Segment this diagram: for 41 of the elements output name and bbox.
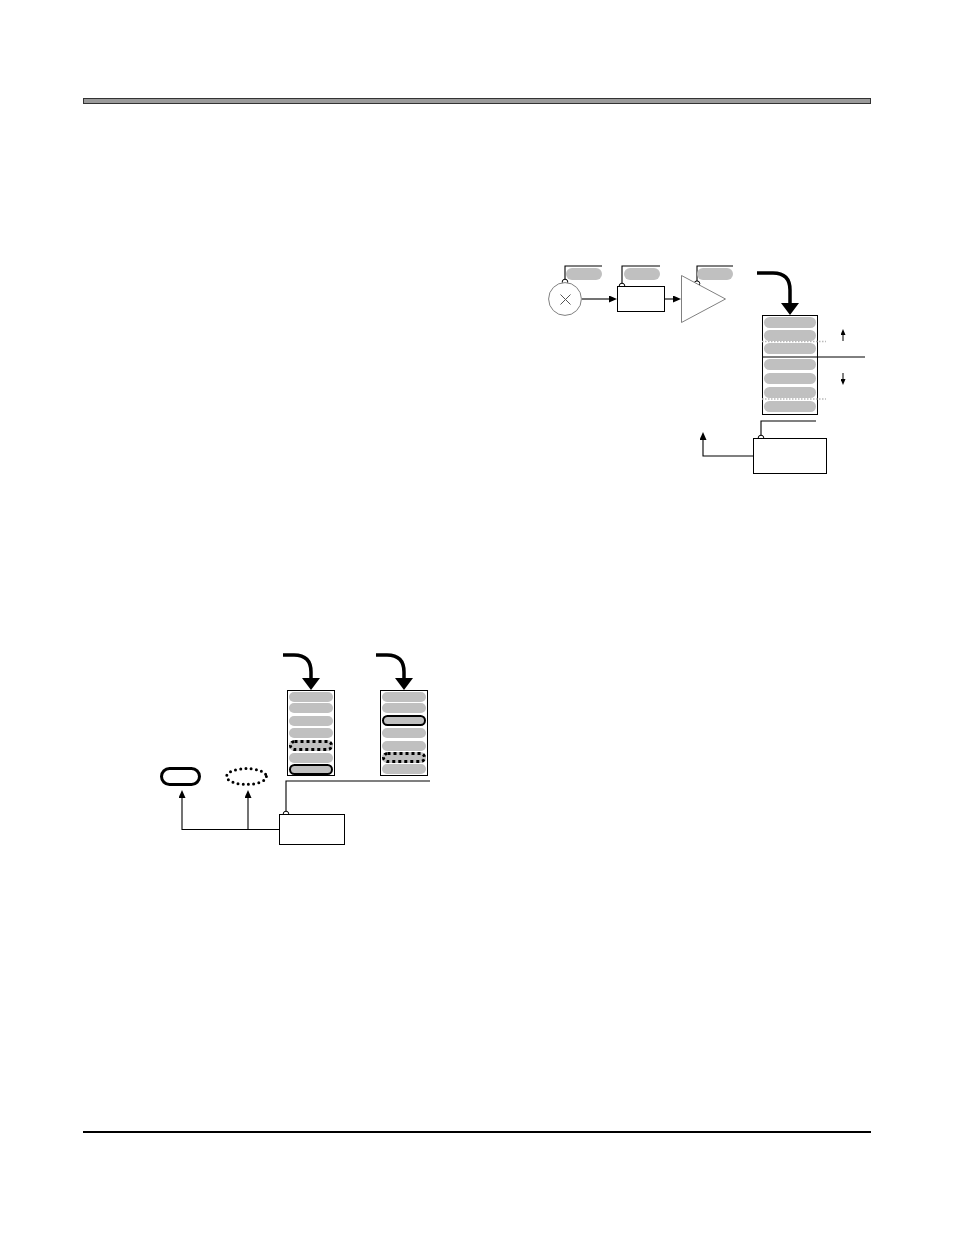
register-slot — [382, 741, 426, 751]
arrow — [581, 295, 617, 303]
register-slot — [382, 692, 426, 702]
register-slot — [289, 716, 333, 726]
block-box — [279, 814, 345, 845]
block-box — [617, 286, 665, 312]
register-slot — [764, 359, 816, 370]
block-box — [753, 438, 827, 474]
register-stack — [287, 690, 335, 776]
register-stack — [762, 315, 818, 415]
outlined-slot — [382, 715, 426, 726]
register-slot — [382, 764, 426, 774]
register-slot — [382, 703, 426, 713]
register-slot — [764, 343, 816, 354]
register-slot — [289, 703, 333, 713]
register-slot — [289, 728, 333, 738]
outlined-slot — [289, 764, 333, 775]
register-stack — [380, 690, 428, 776]
register-slot — [764, 373, 816, 384]
register-slot — [764, 387, 816, 398]
label-pill — [624, 268, 660, 280]
arrow — [664, 295, 681, 303]
curved-arrow — [757, 271, 799, 315]
multiplier-circle — [548, 282, 582, 316]
dotted-ellipse — [225, 767, 268, 786]
register-slot — [289, 692, 333, 702]
arrow — [244, 790, 280, 831]
pill-outline — [160, 767, 201, 786]
label-pill — [566, 268, 602, 280]
curved-arrow — [376, 653, 413, 690]
register-slot — [289, 753, 333, 763]
dotted-slot — [289, 740, 333, 751]
arrow — [699, 432, 754, 457]
label-pill — [697, 268, 733, 280]
amplifier-triangle — [681, 275, 726, 323]
register-slot — [764, 317, 816, 328]
register-slot — [764, 330, 816, 341]
curved-arrow — [283, 653, 320, 690]
register-slot — [764, 401, 816, 412]
leader-line — [693, 265, 734, 287]
register-slot — [382, 728, 426, 738]
